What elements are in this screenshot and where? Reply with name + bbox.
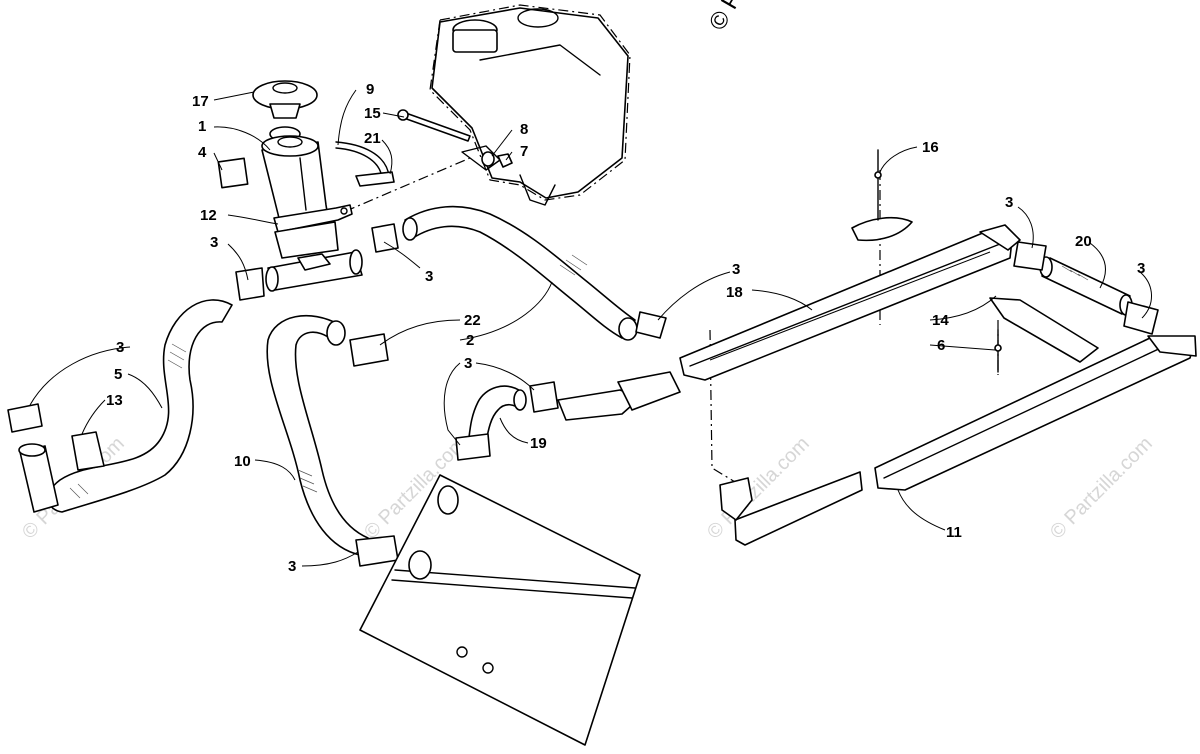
leader-lines <box>29 89 1152 567</box>
mounting-bracket <box>989 297 1099 363</box>
callout-10: 10 <box>234 453 251 470</box>
mounting-pad <box>851 149 913 242</box>
callout-14: 14 <box>932 312 949 329</box>
callout-3-right-a: 3 <box>1005 194 1013 211</box>
callout-12: 12 <box>200 207 217 224</box>
hose-5 <box>18 299 233 513</box>
callout-3-hose2: 3 <box>425 268 433 285</box>
radiator-cap <box>252 80 318 119</box>
callout-17: 17 <box>192 93 209 110</box>
rivet-6 <box>994 329 1002 373</box>
shroud-plate <box>359 474 641 746</box>
callout-3-upper-rail: 3 <box>732 261 740 278</box>
heat-exchanger-inlet <box>557 371 681 421</box>
callout-3-tee: 3 <box>210 234 218 251</box>
callout-8: 8 <box>520 121 528 138</box>
heat-exchanger-rail-upper <box>679 224 1021 381</box>
callout-3-left: 3 <box>116 339 124 356</box>
vent-tube <box>335 141 395 187</box>
callout-numbers: 17 1 4 12 3 9 15 21 8 7 3 16 3 20 3 3 18… <box>106 81 1145 575</box>
watermark-right: © Partzilla.com <box>1046 433 1157 544</box>
callout-5: 5 <box>114 366 122 383</box>
callout-16: 16 <box>922 139 939 156</box>
callout-3-bottom: 3 <box>288 558 296 575</box>
mounting-strap <box>273 204 353 259</box>
callout-2: 2 <box>466 332 474 349</box>
hose-2 <box>402 205 638 341</box>
tee-fitting <box>265 249 363 292</box>
heat-exchanger-rail-lower <box>874 335 1197 491</box>
callout-22: 22 <box>464 312 481 329</box>
callout-21: 21 <box>364 130 381 147</box>
hose-clamps <box>7 223 1159 567</box>
callout-7: 7 <box>520 143 528 160</box>
copyright-corner-watermark: © P <box>704 0 748 35</box>
callout-4: 4 <box>198 144 207 161</box>
hose-20 <box>1039 256 1133 316</box>
callout-18: 18 <box>726 284 743 301</box>
callout-20: 20 <box>1075 233 1092 250</box>
callout-11: 11 <box>946 524 962 541</box>
fasteners <box>397 109 513 168</box>
callout-15: 15 <box>364 105 381 122</box>
callout-3-right-b: 3 <box>1137 260 1145 277</box>
heat-exchanger-lower-front <box>719 471 863 546</box>
callout-13: 13 <box>106 392 123 409</box>
callout-6: 6 <box>937 337 945 354</box>
callout-3-elbow: 3 <box>464 355 472 372</box>
callout-1: 1 <box>198 118 206 135</box>
reservoir-tank <box>429 4 631 206</box>
callout-9: 9 <box>366 81 374 98</box>
callout-19: 19 <box>530 435 547 452</box>
